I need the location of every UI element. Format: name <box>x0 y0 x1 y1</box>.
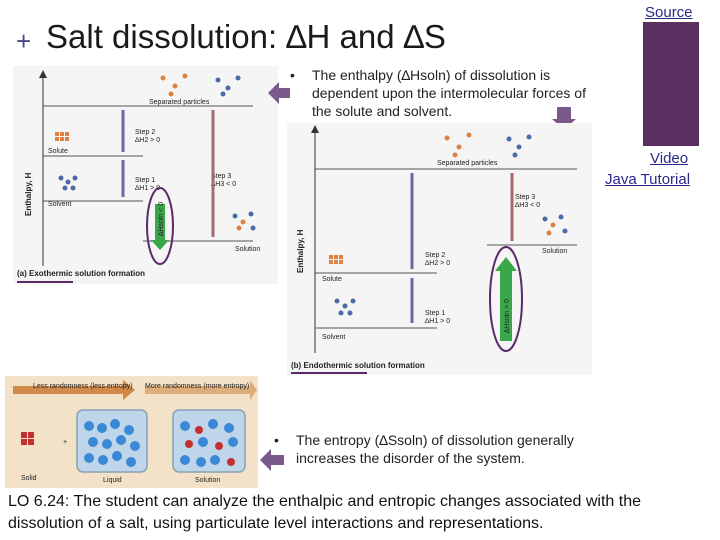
exo-separated-solvent <box>215 75 241 97</box>
source-link[interactable]: Source <box>645 4 693 21</box>
exo-solvent-label: Solvent <box>48 201 71 208</box>
entropy-text: The entropy (∆Ssoln) of dissolution gene… <box>296 432 574 466</box>
exo-step1-dh: ∆H1 > 0 <box>135 185 160 192</box>
svg-text:+: + <box>63 439 67 446</box>
exo-solution-label: Solution <box>235 246 260 253</box>
less-randomness-label: Less randomness (less entropy) <box>33 383 133 390</box>
endo-step2: Step 2 <box>425 252 445 259</box>
left-arrow-icon <box>268 82 290 104</box>
endo-solute-label: Solute <box>322 276 342 283</box>
enthalpy-text: The enthalpy (∆Hsoln) of dissolution is … <box>312 67 586 119</box>
enthalpy-bullet: • The enthalpy (∆Hsoln) of dissolution i… <box>290 66 590 120</box>
endo-solvent-label: Solvent <box>322 334 345 341</box>
endo-step1-dh: ∆H1 > 0 <box>425 318 450 325</box>
exo-solute-label: Solute <box>48 148 68 155</box>
entropy-image: Less randomness (less entropy) More rand… <box>5 376 258 488</box>
exo-separated-label: Separated particles <box>149 99 210 106</box>
entropy-bullet: • The entropy (∆Ssoln) of dissolution ge… <box>274 431 614 467</box>
plus-icon: + <box>16 26 32 56</box>
exothermic-diagram: Enthalpy, H Separated particles Solute S… <box>13 66 278 284</box>
exo-solvent-cluster <box>58 175 78 191</box>
endo-axis-label: Enthalpy, H <box>296 229 305 273</box>
exo-step3: Step 3 <box>211 173 231 180</box>
video-link[interactable]: Video <box>650 150 689 167</box>
exo-axis-label: Enthalpy, H <box>24 172 33 216</box>
endothermic-diagram: Enthalpy, H Separated particles Solute S… <box>287 123 592 375</box>
exo-caption: (a) Exothermic solution formation <box>17 269 145 278</box>
liquid-label: Liquid <box>103 477 122 484</box>
endo-solution-label: Solution <box>542 248 567 255</box>
solid-label: Solid <box>21 475 37 482</box>
endo-dh-soln: ∆Hsoln > 0 <box>504 299 511 333</box>
more-randomness-label: More randomness (more entropy) <box>145 383 249 390</box>
exo-step2: Step 2 <box>135 129 155 136</box>
endo-step1: Step 1 <box>425 310 445 317</box>
exo-step1: Step 1 <box>135 177 155 184</box>
endo-separated-label: Separated particles <box>437 160 498 167</box>
java-tutorial-link[interactable]: Java Tutorial <box>605 171 691 188</box>
endo-caption: (b) Endothermic solution formation <box>291 361 425 370</box>
exo-step2-dh: ∆H2 > 0 <box>135 137 160 144</box>
exo-separated-particles <box>160 73 188 97</box>
exo-solution-mix <box>232 211 256 231</box>
solution-label: Solution <box>195 477 220 484</box>
endo-step2-dh: ∆H2 > 0 <box>425 260 450 267</box>
exo-dh-soln: ∆Hsoln < 0 <box>158 202 165 236</box>
endo-step3: Step 3 <box>515 194 535 201</box>
entropy-left-arrow-icon <box>260 449 284 471</box>
exo-solute-cluster <box>55 132 69 141</box>
exo-step3-dh: ∆H3 < 0 <box>211 181 236 188</box>
video-panel[interactable] <box>643 22 699 146</box>
learning-objective: LO 6.24: The student can analyze the ent… <box>8 493 642 532</box>
slide-title: Salt dissolution: ∆H and ∆S <box>46 18 446 55</box>
endo-step3-dh: ∆H3 < 0 <box>515 202 540 209</box>
